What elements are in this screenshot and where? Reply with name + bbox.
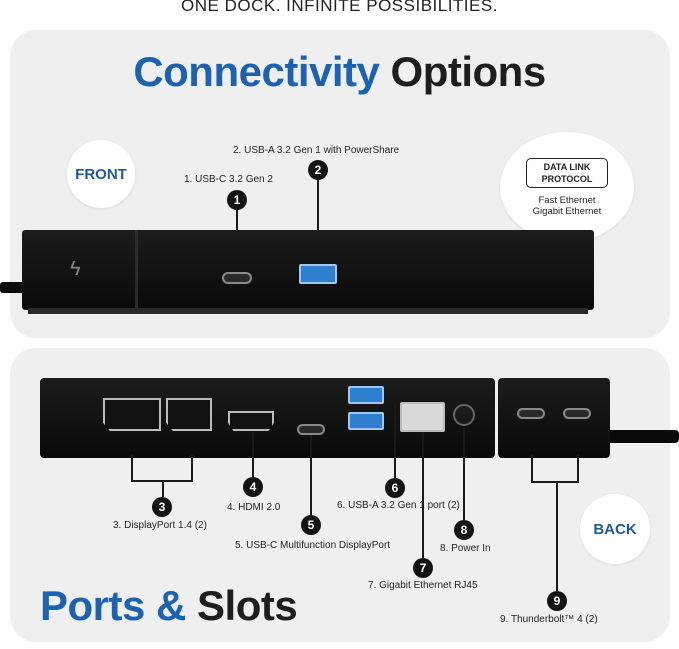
port-label-3: 3. DisplayPort 1.4 (2) [113, 520, 207, 531]
leader-line-6 [394, 405, 396, 478]
thunderbolt-icon: ϟ [70, 258, 81, 280]
dock-front-bezel [135, 230, 138, 310]
heading-word-options: Options [390, 48, 547, 95]
leader-line-9a [531, 455, 533, 482]
usb-c-multifunction-port[interactable] [297, 424, 325, 435]
port-number-6: 6 [385, 478, 405, 498]
leader-line-4 [252, 432, 254, 477]
connectivity-heading: Connectivity Options [0, 48, 679, 96]
leader-line-9c [531, 481, 579, 483]
front-badge: FRONT [67, 140, 135, 208]
port-label-6: 6. USB-A 3.2 Gen 1 port (2) [337, 500, 460, 511]
leader-line-2 [317, 180, 319, 265]
port-number-1: 1 [227, 190, 247, 210]
leader-line-8 [463, 428, 465, 520]
ports-heading: Ports & Slots [40, 582, 298, 630]
usb-a-back-port-1[interactable] [348, 386, 384, 404]
heading-word-ports: Ports & [40, 582, 186, 629]
displayport-2[interactable] [166, 398, 212, 431]
port-number-7: 7 [413, 558, 433, 578]
back-cable [600, 430, 679, 443]
port-number-2: 2 [308, 160, 328, 180]
leader-line-5 [310, 435, 312, 515]
thunderbolt-port-2[interactable] [563, 408, 591, 419]
port-label-4: 4. HDMI 2.0 [227, 502, 281, 513]
port-number-9: 9 [547, 591, 567, 611]
tagline: ONE DOCK. INFINITE POSSIBILITIES. [181, 0, 498, 15]
heading-word-slots: Slots [197, 582, 298, 629]
dock-front-base [28, 308, 588, 314]
usb-a-front-port[interactable] [299, 264, 337, 284]
port-number-8: 8 [454, 520, 474, 540]
displayport-1[interactable] [103, 398, 161, 431]
power-in-port[interactable] [453, 404, 475, 426]
leader-line-7 [422, 432, 424, 558]
data-link-badge: DATA LINK PROTOCOL Fast Ethernet Gigabit… [500, 132, 634, 242]
leader-line-9b [577, 455, 579, 482]
port-label-8: 8. Power In [440, 543, 491, 554]
leader-line-3b [191, 455, 193, 481]
data-link-fast-ethernet: Fast Ethernet [538, 194, 596, 206]
leader-line-9d [556, 481, 558, 591]
port-label-5: 5. USB-C Multifunction DisplayPort [235, 540, 391, 551]
heading-word-connectivity: Connectivity [133, 48, 380, 95]
usb-a-back-port-2[interactable] [348, 412, 384, 430]
port-label-7: 7. Gigabit Ethernet RJ45 [368, 580, 478, 591]
port-number-5: 5 [301, 515, 321, 535]
leader-line-3a [131, 455, 133, 481]
port-label-1: 1. USB-C 3.2 Gen 2 [184, 174, 273, 185]
port-label-9: 9. Thunderbolt™ 4 (2) [500, 614, 598, 625]
dock-back-right-module [498, 378, 610, 458]
data-link-title: DATA LINK PROTOCOL [526, 157, 608, 188]
usb-c-front-port[interactable] [222, 272, 252, 284]
port-number-4: 4 [243, 477, 263, 497]
thunderbolt-port-1[interactable] [517, 408, 545, 419]
ethernet-rj45-port[interactable] [400, 402, 445, 432]
front-cable [0, 282, 28, 293]
port-label-2: 2. USB-A 3.2 Gen 1 with PowerShare [233, 145, 400, 156]
leader-line-3d [162, 480, 164, 497]
back-badge: BACK [580, 494, 650, 564]
data-link-gigabit-ethernet: Gigabit Ethernet [532, 205, 602, 217]
port-number-3: 3 [152, 497, 172, 517]
hdmi-port[interactable] [228, 411, 274, 431]
